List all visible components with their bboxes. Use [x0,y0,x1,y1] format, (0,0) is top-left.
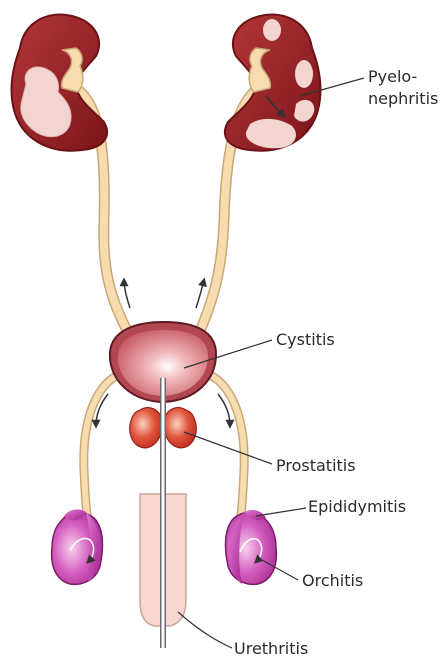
label-pyelonephritis-line2: nephritis [368,89,438,108]
epididymitis-leader [256,508,306,516]
left-testis [52,509,103,584]
prostatitis-leader [184,432,272,464]
label-epididymitis: Epididymitis [308,497,406,516]
ascending-arrow-left [124,280,130,308]
right-kidney-lesion-2 [295,60,313,88]
label-urethritis: Urethritis [234,639,308,658]
right-kidney [225,14,321,150]
right-kidney-lesion-1 [263,19,281,41]
right-testis [226,510,277,584]
label-pyelonephritis-line1: Pyelo- [368,67,417,86]
label-prostatitis: Prostatitis [276,456,356,475]
urethritis-leader [178,612,232,648]
ascending-arrow-right [196,280,204,308]
label-orchitis: Orchitis [302,571,363,590]
left-kidney [12,14,108,150]
label-cystitis: Cystitis [276,330,335,349]
